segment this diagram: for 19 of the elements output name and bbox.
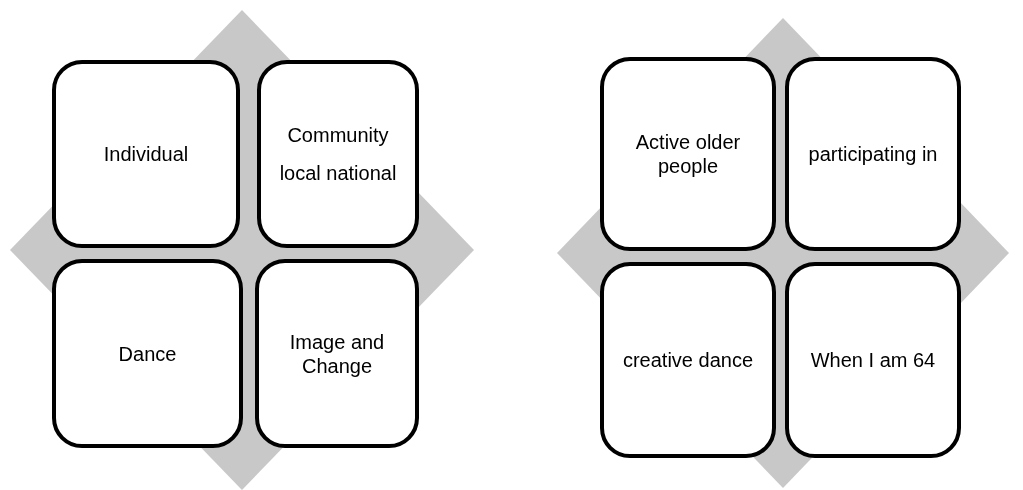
box-text: participating in	[808, 142, 938, 166]
box-text: Image and Change	[288, 329, 386, 378]
box-text: Active older people	[634, 130, 742, 178]
box-text: Dance	[118, 341, 177, 366]
box-text: When I am 64	[810, 348, 936, 372]
diamond-background	[10, 10, 474, 490]
quadrant-box	[600, 262, 776, 458]
diamond-background	[557, 18, 1009, 488]
quadrant-box	[785, 262, 961, 458]
quadrant-box	[257, 60, 419, 248]
box-text: local national	[279, 161, 397, 185]
quadrant-box	[52, 259, 243, 448]
box-text: creative dance	[622, 348, 754, 372]
box-text: Community	[287, 123, 389, 147]
quadrant-box	[255, 259, 419, 448]
quadrant-box	[52, 60, 240, 248]
quadrant-box	[785, 57, 961, 251]
quadrant-box	[600, 57, 776, 251]
box-text: Individual	[103, 142, 189, 166]
